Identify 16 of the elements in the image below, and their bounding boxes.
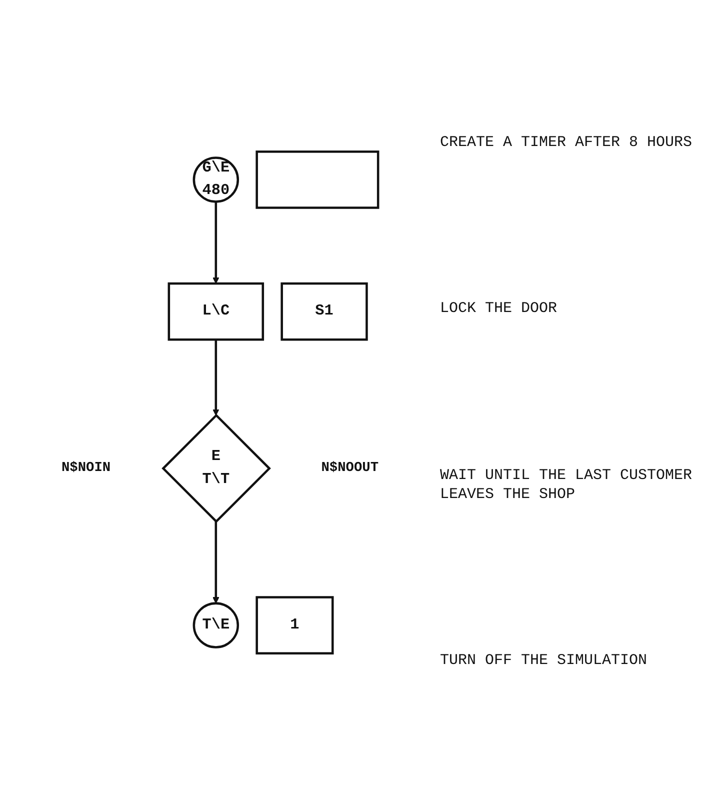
comment-text: CREATE A TIMER AFTER 8 HOURS: [440, 134, 694, 153]
node-label: N$NOOUT: [321, 460, 379, 476]
node-circle: T\E: [192, 602, 240, 648]
node-diamond: E T\T: [162, 414, 271, 524]
arrow: [212, 202, 220, 284]
comment-text: WAIT UNTIL THE LAST CUSTOMER LEAVES THE SHOP: [440, 467, 694, 505]
node-box: S1: [280, 282, 368, 341]
comment-text: LOCK THE DOOR: [440, 300, 558, 320]
node-label: N$NOIN: [61, 460, 111, 476]
node-circle: G\E 480: [192, 156, 240, 203]
node-box: L\C: [168, 282, 264, 341]
comment-text: TURN OFF THE SIMULATION: [440, 652, 648, 672]
arrow: [212, 340, 220, 416]
node-box: [256, 150, 380, 209]
arrow: [212, 521, 220, 604]
node-box: 1: [256, 596, 334, 654]
